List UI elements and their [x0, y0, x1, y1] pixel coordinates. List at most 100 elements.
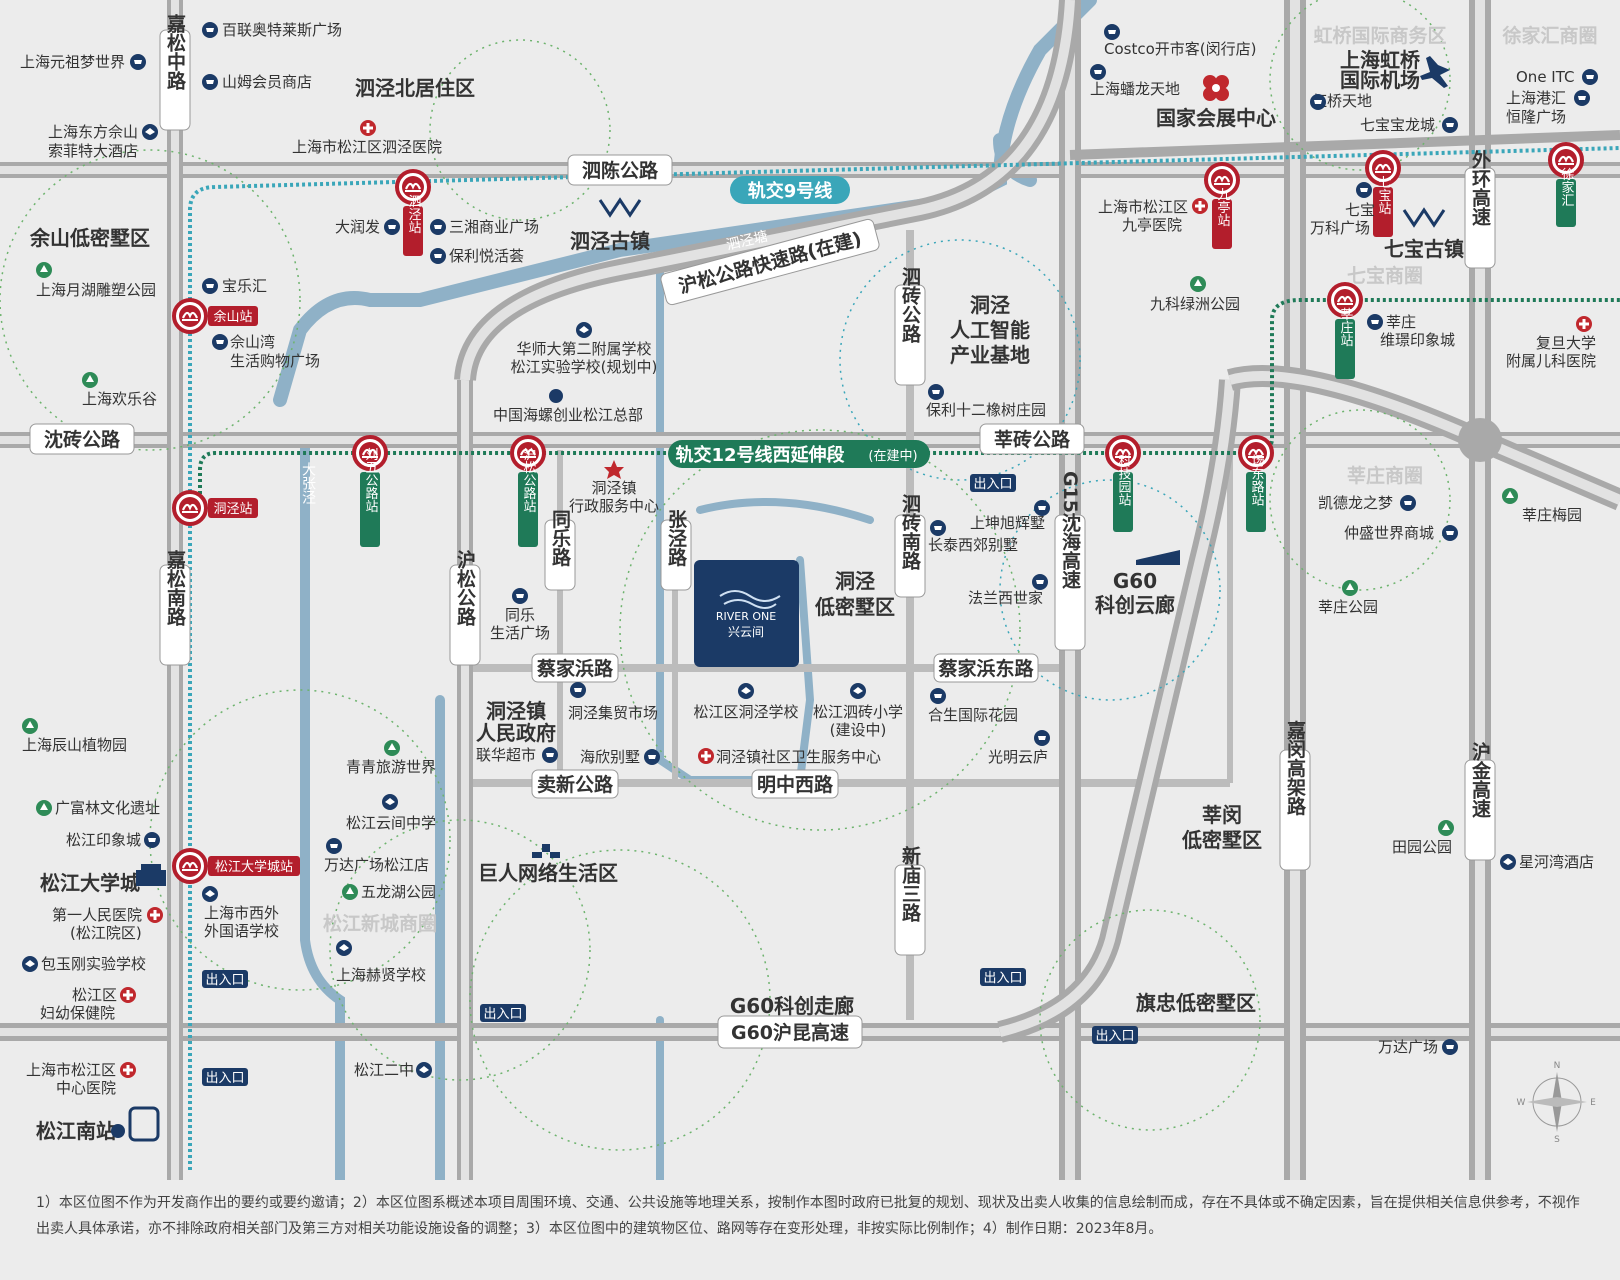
line12-label: 轨交12号线西延伸段 — [675, 444, 845, 466]
poi-xinghe-hotel: 星河湾酒店 — [1519, 853, 1594, 871]
poi-qibao-wanke-1: 七宝 — [1345, 201, 1375, 219]
convention-center-icon — [1203, 75, 1229, 101]
area-dongjing-villa-2: 低密墅区 — [814, 595, 895, 619]
poi-ganglong-2: 恒隆广场 — [1506, 108, 1566, 126]
station-sheshan-icon — [172, 298, 208, 334]
road-jiasong-south: 嘉松南路 — [164, 550, 187, 627]
poi-service-1: 洞泾镇 — [591, 479, 636, 497]
poi-sijing-hospital: 上海市松江区泗泾医院 — [292, 138, 442, 156]
pois: 百联奥特莱斯广场 上海元祖梦世界 山姆会员商店 上海东方佘山 索菲特大酒店 上海… — [20, 21, 1598, 1097]
poi-xinzhuang-vip-2: 维璟印象城 — [1380, 331, 1455, 349]
road-zhangjing: 张泾路 — [665, 509, 687, 567]
poi-wanda-sj: 万达广场松江店 — [324, 856, 429, 874]
exits: 出入口 出入口 出入口 出入口 出入口 出入口 — [202, 474, 1138, 1086]
road-hujin: 沪金高速 — [1469, 741, 1492, 819]
area-gov-2: 人民政府 — [476, 721, 556, 745]
poi-tongle-2: 生活广场 — [490, 624, 550, 642]
road-sizhuan-south: 泗砖南路 — [899, 494, 921, 571]
poi-xinzhuang-park: 莘庄公园 — [1318, 598, 1378, 616]
road-sichen: 泗陈公路 — [582, 159, 659, 182]
line9-label: 轨交9号线 — [748, 180, 833, 202]
river-sijingtang — [273, 0, 1097, 407]
road-outer-ring: 外环高速 — [1469, 149, 1491, 227]
airplane-icon — [1420, 56, 1450, 88]
poi-xiwai-2: 外国语学校 — [204, 922, 279, 940]
poi-health-center: 洞泾镇社区卫生服务中心 — [716, 748, 881, 766]
poi-songjiang-yinxiang: 松江印象城 — [66, 831, 141, 849]
poi-haixin: 海欣别墅 — [580, 748, 640, 766]
poi-baoyugang: 包玉刚实验学校 — [41, 955, 146, 973]
road-g15: G15沈海高速 — [1059, 471, 1081, 590]
area-xinmin-villa-2: 低密墅区 — [1181, 828, 1262, 852]
area-xinmin-villa-1: 莘闵 — [1202, 803, 1242, 827]
station-husong: 沪松公路站 — [521, 447, 537, 513]
poi-bailian: 百联奥特莱斯广场 — [222, 21, 342, 39]
arrow-down-circle-icon — [111, 1124, 125, 1138]
poi-chenshan: 上海辰山植物园 — [22, 736, 127, 754]
poi-one-itc: One ITC — [1516, 68, 1575, 86]
road-mingzhong-west: 明中西路 — [757, 773, 834, 796]
compass-w: W — [1517, 1098, 1526, 1108]
poi-costco: Costco开市客(闵行店) — [1104, 40, 1256, 58]
poi-ganglong-1: 上海港汇 — [1506, 89, 1566, 107]
project-block[interactable] — [694, 560, 799, 667]
district-qibao: 七宝商圈 — [1347, 264, 1423, 287]
road-jiamin: 嘉闵高架路 — [1284, 720, 1307, 816]
compass-icon: N E S W — [1517, 1061, 1597, 1145]
compass-n: N — [1554, 1061, 1561, 1071]
train-icon — [128, 1106, 160, 1142]
area-qibao-town: 七宝古镇 — [1384, 237, 1464, 261]
metro-line12 — [198, 298, 1620, 500]
poi-happy-valley: 上海欢乐谷 — [82, 390, 157, 408]
station-qibao: 七宝站 — [1376, 176, 1392, 215]
poi-sofitel-2: 索菲特大酒店 — [48, 142, 138, 160]
poi-first-hosp-1: 第一人民医院 — [52, 906, 142, 924]
poi-wulong-park: 五龙湖公园 — [361, 883, 436, 901]
station-songjiang-univ-icon — [172, 848, 208, 884]
poi-fulin: 广富林文化遗址 — [55, 799, 160, 817]
poi-haluo: 中国海螺创业松江总部 — [493, 406, 643, 424]
district-xinzhuang: 莘庄商圈 — [1347, 464, 1423, 487]
poi-first-hosp-2: (松江院区) — [70, 924, 142, 942]
poi-jiuting-hosp-1: 上海市松江区 — [1098, 198, 1188, 216]
metro-lines — [188, 146, 1620, 1170]
poi-yunjian-school: 松江云间中学 — [346, 814, 436, 832]
poi-changtai: 长泰西郊别墅 — [928, 536, 1018, 554]
exit-label: 出入口 — [983, 971, 1022, 986]
poi-tongle-1: 同乐 — [505, 606, 535, 624]
disclaimer: 1）本区位图不作为开发商作出的要约或要约邀请；2）本区位图系概述本项目周围环境、… — [36, 1195, 1580, 1237]
area-sheshan-villa: 余山低密墅区 — [29, 226, 150, 250]
river-label-dazhangjing: 大张泾 — [300, 462, 316, 504]
project-logo-icon — [719, 590, 781, 609]
stations: 泗泾站 余山站 洞泾站 松江大学城站 九亭站 七宝站 徐家汇 莘庄站 刘五公路站… — [172, 142, 1584, 884]
poi-hexian: 上海赫贤学校 — [336, 966, 426, 984]
tower-icon — [532, 844, 560, 858]
poi-xinzhuang-mei: 莘庄梅园 — [1522, 506, 1582, 524]
area-juren: 巨人网络生活区 — [478, 861, 618, 885]
poi-qingqing: 青青旅游世界 — [346, 758, 436, 776]
road-g60: G60沪昆高速 — [731, 1021, 849, 1044]
poi-tiandu-park: 田园公园 — [1392, 838, 1452, 856]
station-xujiahui: 徐家汇 — [1559, 168, 1575, 207]
poi-poly-12: 保利十二橡树庄园 — [926, 401, 1046, 419]
station-dongjing-icon — [172, 490, 208, 526]
poi-poly: 保利悦活荟 — [449, 247, 524, 265]
station-sijing: 泗泾站 — [406, 195, 422, 234]
poi-wanda: 万达广场 — [1378, 1038, 1438, 1056]
vertical-road-labels: 嘉松中路 嘉松南路 沪松公路 同乐路 张泾路 泗砖公路 泗砖南路 新庙三路 G1… — [159, 14, 1496, 956]
poi-jiuting-hosp-2: 九亭医院 — [1122, 216, 1182, 234]
area-convention-center: 国家会展中心 — [1156, 106, 1276, 130]
district-hongqiao-cbd: 虹桥国际商务区 — [1313, 24, 1446, 47]
compass-e: E — [1590, 1098, 1596, 1108]
poi-sheshan-bay-2: 生活购物广场 — [230, 352, 320, 370]
road-maixin: 卖新公路 — [537, 773, 614, 796]
line12-badge — [668, 440, 930, 468]
ancient-town-icon — [598, 197, 642, 218]
poi-qibao-wanke-2: 万科广场 — [1310, 219, 1370, 237]
station-liuwu: 刘五公路站 — [363, 448, 379, 513]
area-dongjing-villa-1: 洞泾 — [835, 569, 875, 593]
exit-label: 出入口 — [205, 973, 244, 988]
poi-fudan-hosp-2: 附属儿科医院 — [1506, 352, 1596, 370]
line12-note: (在建中) — [868, 449, 917, 464]
